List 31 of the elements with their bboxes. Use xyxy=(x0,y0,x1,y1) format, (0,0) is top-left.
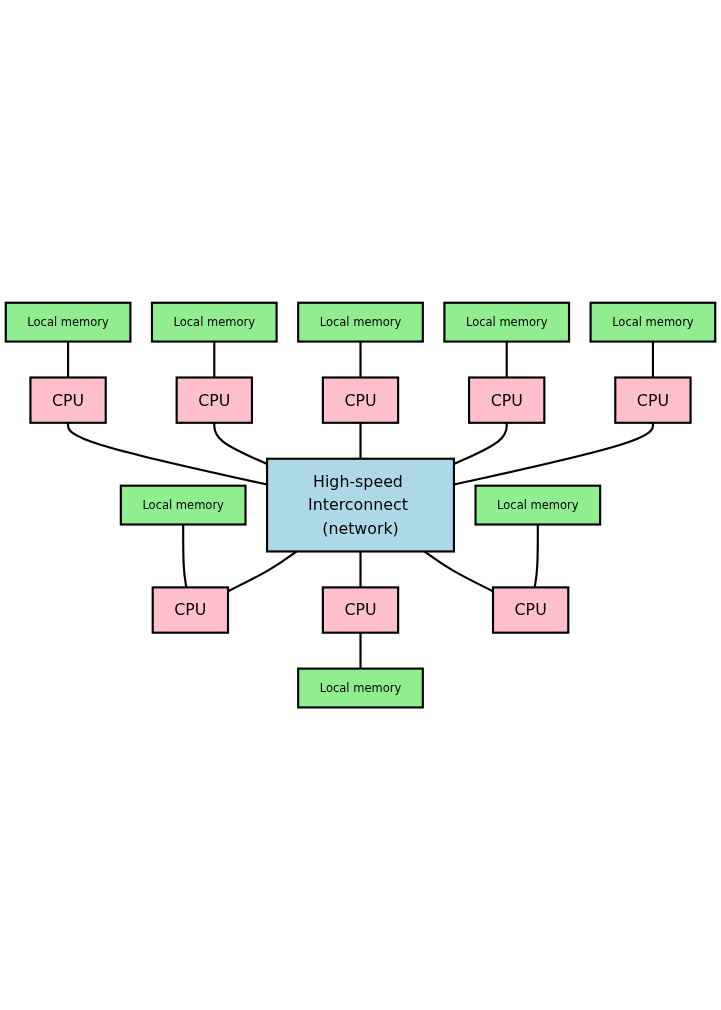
connector xyxy=(533,524,539,588)
node-box: Local memory xyxy=(297,301,424,343)
connector xyxy=(359,422,362,459)
connector xyxy=(651,341,654,378)
node-box: CPU xyxy=(321,586,400,634)
node-box: CPU xyxy=(29,376,107,424)
connector xyxy=(213,422,268,465)
connector xyxy=(67,422,268,486)
node-box: CPU xyxy=(614,376,692,424)
connector xyxy=(359,551,362,588)
node-box: Local memory xyxy=(4,301,132,343)
connector xyxy=(453,422,508,465)
node-box: CPU xyxy=(175,376,253,424)
connector xyxy=(453,422,654,486)
node-box: Local memory xyxy=(119,484,247,526)
node-box: Local memory xyxy=(150,301,278,343)
node-box: High-speed Interconnect (network) xyxy=(266,457,455,553)
node-box: Local memory xyxy=(474,484,602,526)
connector xyxy=(213,341,216,378)
node-box: CPU xyxy=(321,376,400,424)
connector xyxy=(67,341,70,378)
connector xyxy=(359,632,362,669)
connector xyxy=(359,341,362,378)
connector xyxy=(182,524,188,588)
node-box: CPU xyxy=(468,376,546,424)
node-box: Local memory xyxy=(589,301,717,343)
node-box: CPU xyxy=(151,586,230,634)
connector xyxy=(505,341,508,378)
node-box: Local memory xyxy=(297,667,424,709)
node-box: Local memory xyxy=(443,301,571,343)
node-box: CPU xyxy=(491,586,570,634)
